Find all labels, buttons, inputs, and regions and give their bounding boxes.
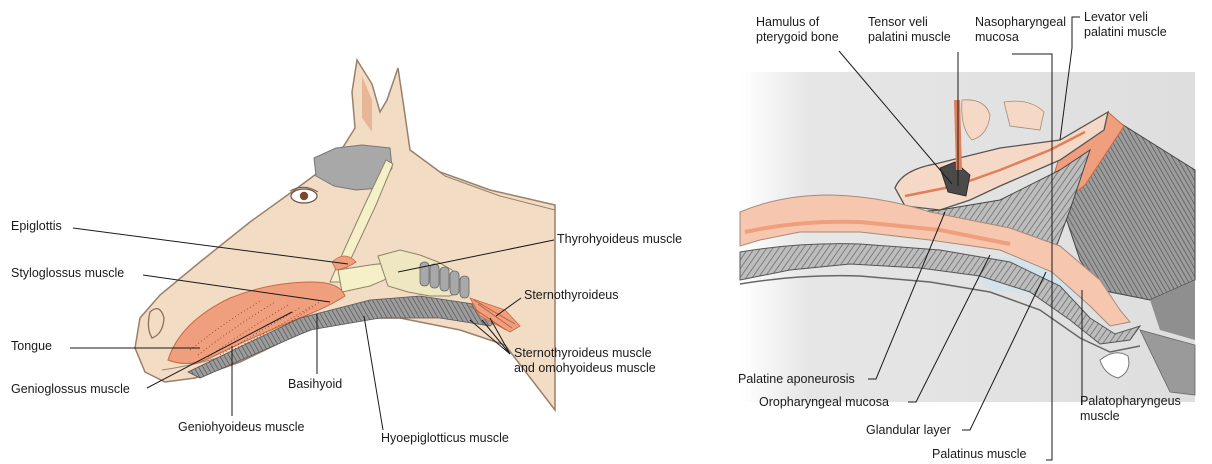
label-tensor-1: Tensor veli (868, 15, 928, 29)
label-sternothyroideus: Sternothyroideus (524, 288, 619, 302)
label-thyrohyoideus: Thyrohyoideus muscle (557, 232, 682, 246)
label-glandular-layer: Glandular layer (866, 423, 951, 437)
label-tensor-2: palatini muscle (868, 30, 951, 44)
label-sterno-omo-2: and omohyoideus muscle (514, 361, 656, 375)
label-styloglossus: Styloglossus muscle (11, 266, 124, 280)
horse-head-diagram: Epiglottis Styloglossus muscle Tongue Ge… (11, 60, 682, 445)
label-palatine-aponeurosis: Palatine aponeurosis (738, 372, 855, 386)
label-hamulus-1: Hamulus of (756, 15, 820, 29)
label-genioglossus: Genioglossus muscle (11, 382, 130, 396)
label-levator-2: palatini muscle (1084, 25, 1167, 39)
label-geniohyoideus: Geniohyoideus muscle (178, 420, 305, 434)
label-nasopharyngeal-2: mucosa (975, 30, 1019, 44)
label-palatinus: Palatinus muscle (932, 447, 1027, 461)
label-hamulus-2: pterygoid bone (756, 30, 839, 44)
label-palatopharyngeus-1: Palatopharyngeus (1080, 394, 1181, 408)
label-nasopharyngeal-1: Nasopharyngeal (975, 15, 1066, 29)
label-basihyoid: Basihyoid (288, 377, 342, 391)
label-oropharyngeal-mucosa: Oropharyngeal mucosa (759, 395, 889, 409)
label-hyoepiglotticus: Hyoepiglotticus muscle (381, 431, 509, 445)
label-levator-1: Levator veli (1084, 10, 1148, 24)
label-sterno-omo-1: Sternothyroideus muscle (514, 346, 652, 360)
label-palatopharyngeus-2: muscle (1080, 409, 1120, 423)
label-tongue: Tongue (11, 339, 52, 353)
soft-palate-diagram: Hamulus of pterygoid bone Tensor veli pa… (738, 10, 1195, 461)
label-epiglottis: Epiglottis (11, 219, 62, 233)
